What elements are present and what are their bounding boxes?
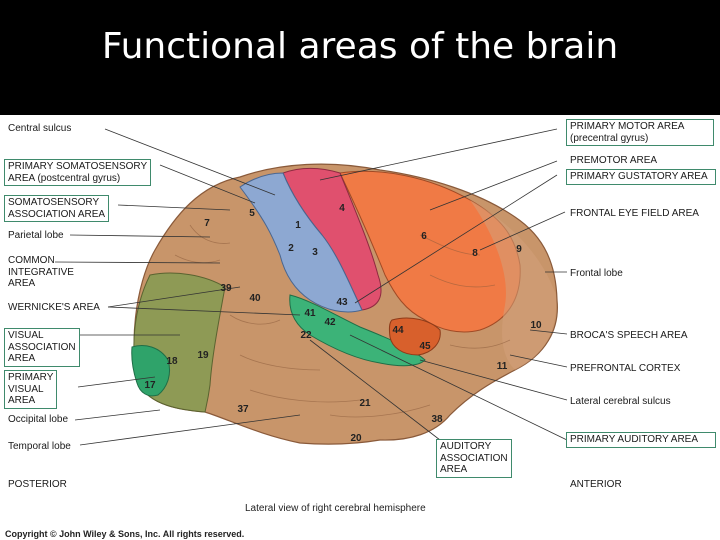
label-prefrontal-cortex: PREFRONTAL CORTEX [570,363,681,374]
area-number-22: 22 [300,330,312,341]
label-visual-association-area: VISUAL ASSOCIATION AREA [4,328,80,367]
label-frontal-eye-field-area: FRONTAL EYE FIELD AREA [570,208,699,219]
label-somatosensory-association-area: SOMATOSENSORY ASSOCIATION AREA [4,195,110,222]
somatosensory-region [239,172,363,313]
label-line: AREA [8,395,36,406]
label-frontal-lobe: Frontal lobe [570,268,623,279]
label-primary-gustatory-area: PRIMARY GUSTATORY AREA [566,169,716,185]
copyright-notice: Copyright © John Wiley & Sons, Inc. All … [5,529,245,539]
label-line: INTEGRATIVE [8,266,74,278]
label-line: PRIMARY [8,372,54,383]
area-number-1: 1 [295,220,301,231]
auditory-region [289,294,426,367]
area-number-9: 9 [516,244,522,255]
label-premotor-area: PREMOTOR AREA [570,155,658,166]
figure-caption: Lateral view of right cerebral hemispher… [245,503,426,514]
label-primary-somatosensory-area: PRIMARY SOMATOSENSORY AREA (postcentral … [4,159,152,186]
area-number-2: 2 [288,243,294,254]
area-number-39: 39 [220,283,232,294]
label-line: PRIMARY SOMATOSENSORY [8,161,148,172]
label-line: SOMATOSENSORY [8,197,100,208]
label-line: AREA (postcentral gyrus) [8,172,121,184]
label-line: AUDITORY [440,441,492,452]
label-line: VISUAL [8,383,44,395]
label-posterior: POSTERIOR [8,479,67,490]
title-bar [0,0,720,115]
label-line: (precentral gyrus) [570,132,649,144]
leader-lines [54,128,568,446]
label-brocas-speech-area: BROCA'S SPEECH AREA [570,330,688,341]
area-number-8: 8 [472,248,478,259]
area-number-19: 19 [197,350,209,361]
label-temporal-lobe: Temporal lobe [8,441,71,452]
area-number-21: 21 [359,398,371,409]
area-number-4: 4 [339,203,345,214]
label-primary-motor-area: PRIMARY MOTOR AREA (precentral gyrus) [566,119,714,146]
area-number-20: 20 [350,433,362,444]
label-primary-auditory-area: PRIMARY AUDITORY AREA [566,432,716,448]
area-number-41: 41 [304,308,316,319]
area-number-6: 6 [421,231,427,242]
label-occipital-lobe: Occipital lobe [8,414,69,425]
area-number-11: 11 [497,361,508,372]
area-number-40: 40 [249,293,261,304]
label-line: ASSOCIATION [8,341,76,353]
label-line: AREA [8,353,36,364]
gyri-texture [174,224,511,418]
label-line: PRIMARY MOTOR AREA [570,121,685,132]
label-wernickes-area: WERNICKE'S AREA [8,302,100,313]
label-lateral-cerebral-sulcus: Lateral cerebral sulcus [570,396,671,407]
broca-region [388,317,441,356]
area-number-labels: 1 2 3 4 5 6 7 8 9 10 11 17 18 19 20 21 2… [144,203,542,444]
brain-diagram: 1 2 3 4 5 6 7 8 9 10 11 17 18 19 20 21 2… [54,128,568,446]
label-line: ASSOCIATION AREA [8,208,106,220]
area-number-7: 7 [204,218,210,229]
area-number-18: 18 [166,356,178,367]
area-number-37: 37 [237,404,249,415]
primary-visual-region [131,345,171,397]
area-number-5: 5 [249,208,255,219]
area-number-3: 3 [312,247,318,258]
label-common-integrative-area: COMMON INTEGRATIVE AREA [8,255,74,290]
area-number-42: 42 [324,317,336,328]
label-auditory-association-area: AUDITORY ASSOCIATION AREA [436,439,512,478]
area-number-10: 10 [530,320,542,331]
brain-figure: 1 2 3 4 5 6 7 8 9 10 11 17 18 19 20 21 2… [0,115,720,540]
premotor-region [339,170,521,333]
area-number-17: 17 [144,380,156,391]
page-title: Functional areas of the brain [101,26,619,67]
area-number-38: 38 [431,414,443,425]
label-line: COMMON [8,255,55,266]
label-primary-visual-area: PRIMARY VISUAL AREA [4,370,58,409]
prefrontal-region [470,200,557,370]
label-line: VISUAL [8,330,44,341]
area-number-43: 43 [336,297,348,308]
label-line: ASSOCIATION [440,452,508,464]
label-anterior: ANTERIOR [570,479,622,490]
area-number-44: 44 [392,325,404,336]
label-central-sulcus: Central sulcus [8,123,72,134]
label-line: AREA [8,278,36,289]
label-line: AREA [440,464,468,475]
label-parietal-lobe: Parietal lobe [8,230,64,241]
area-number-45: 45 [419,341,431,352]
